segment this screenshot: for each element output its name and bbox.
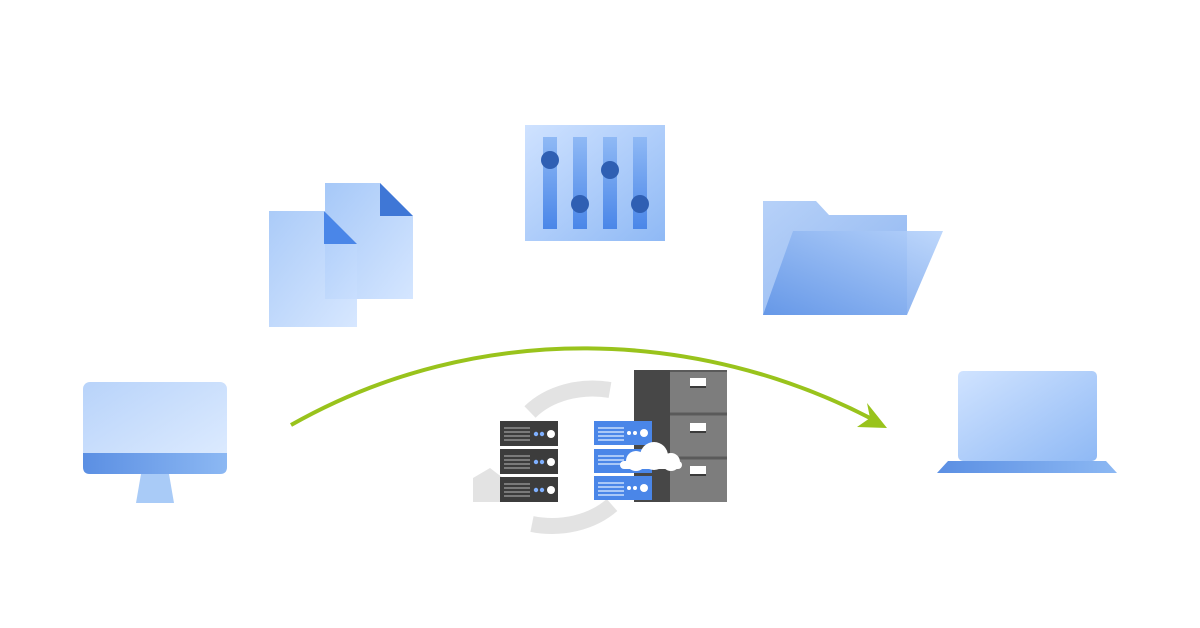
server-rack-icon <box>500 421 558 502</box>
cloud-icon <box>620 442 682 471</box>
laptop-icon <box>937 371 1117 473</box>
desktop-monitor-icon <box>83 382 227 503</box>
folder-icon <box>763 201 943 315</box>
transfer-arrow <box>290 346 887 428</box>
settings-sliders-icon <box>525 125 665 241</box>
documents-icon <box>269 183 413 327</box>
sync-arrows-icon <box>473 380 618 534</box>
